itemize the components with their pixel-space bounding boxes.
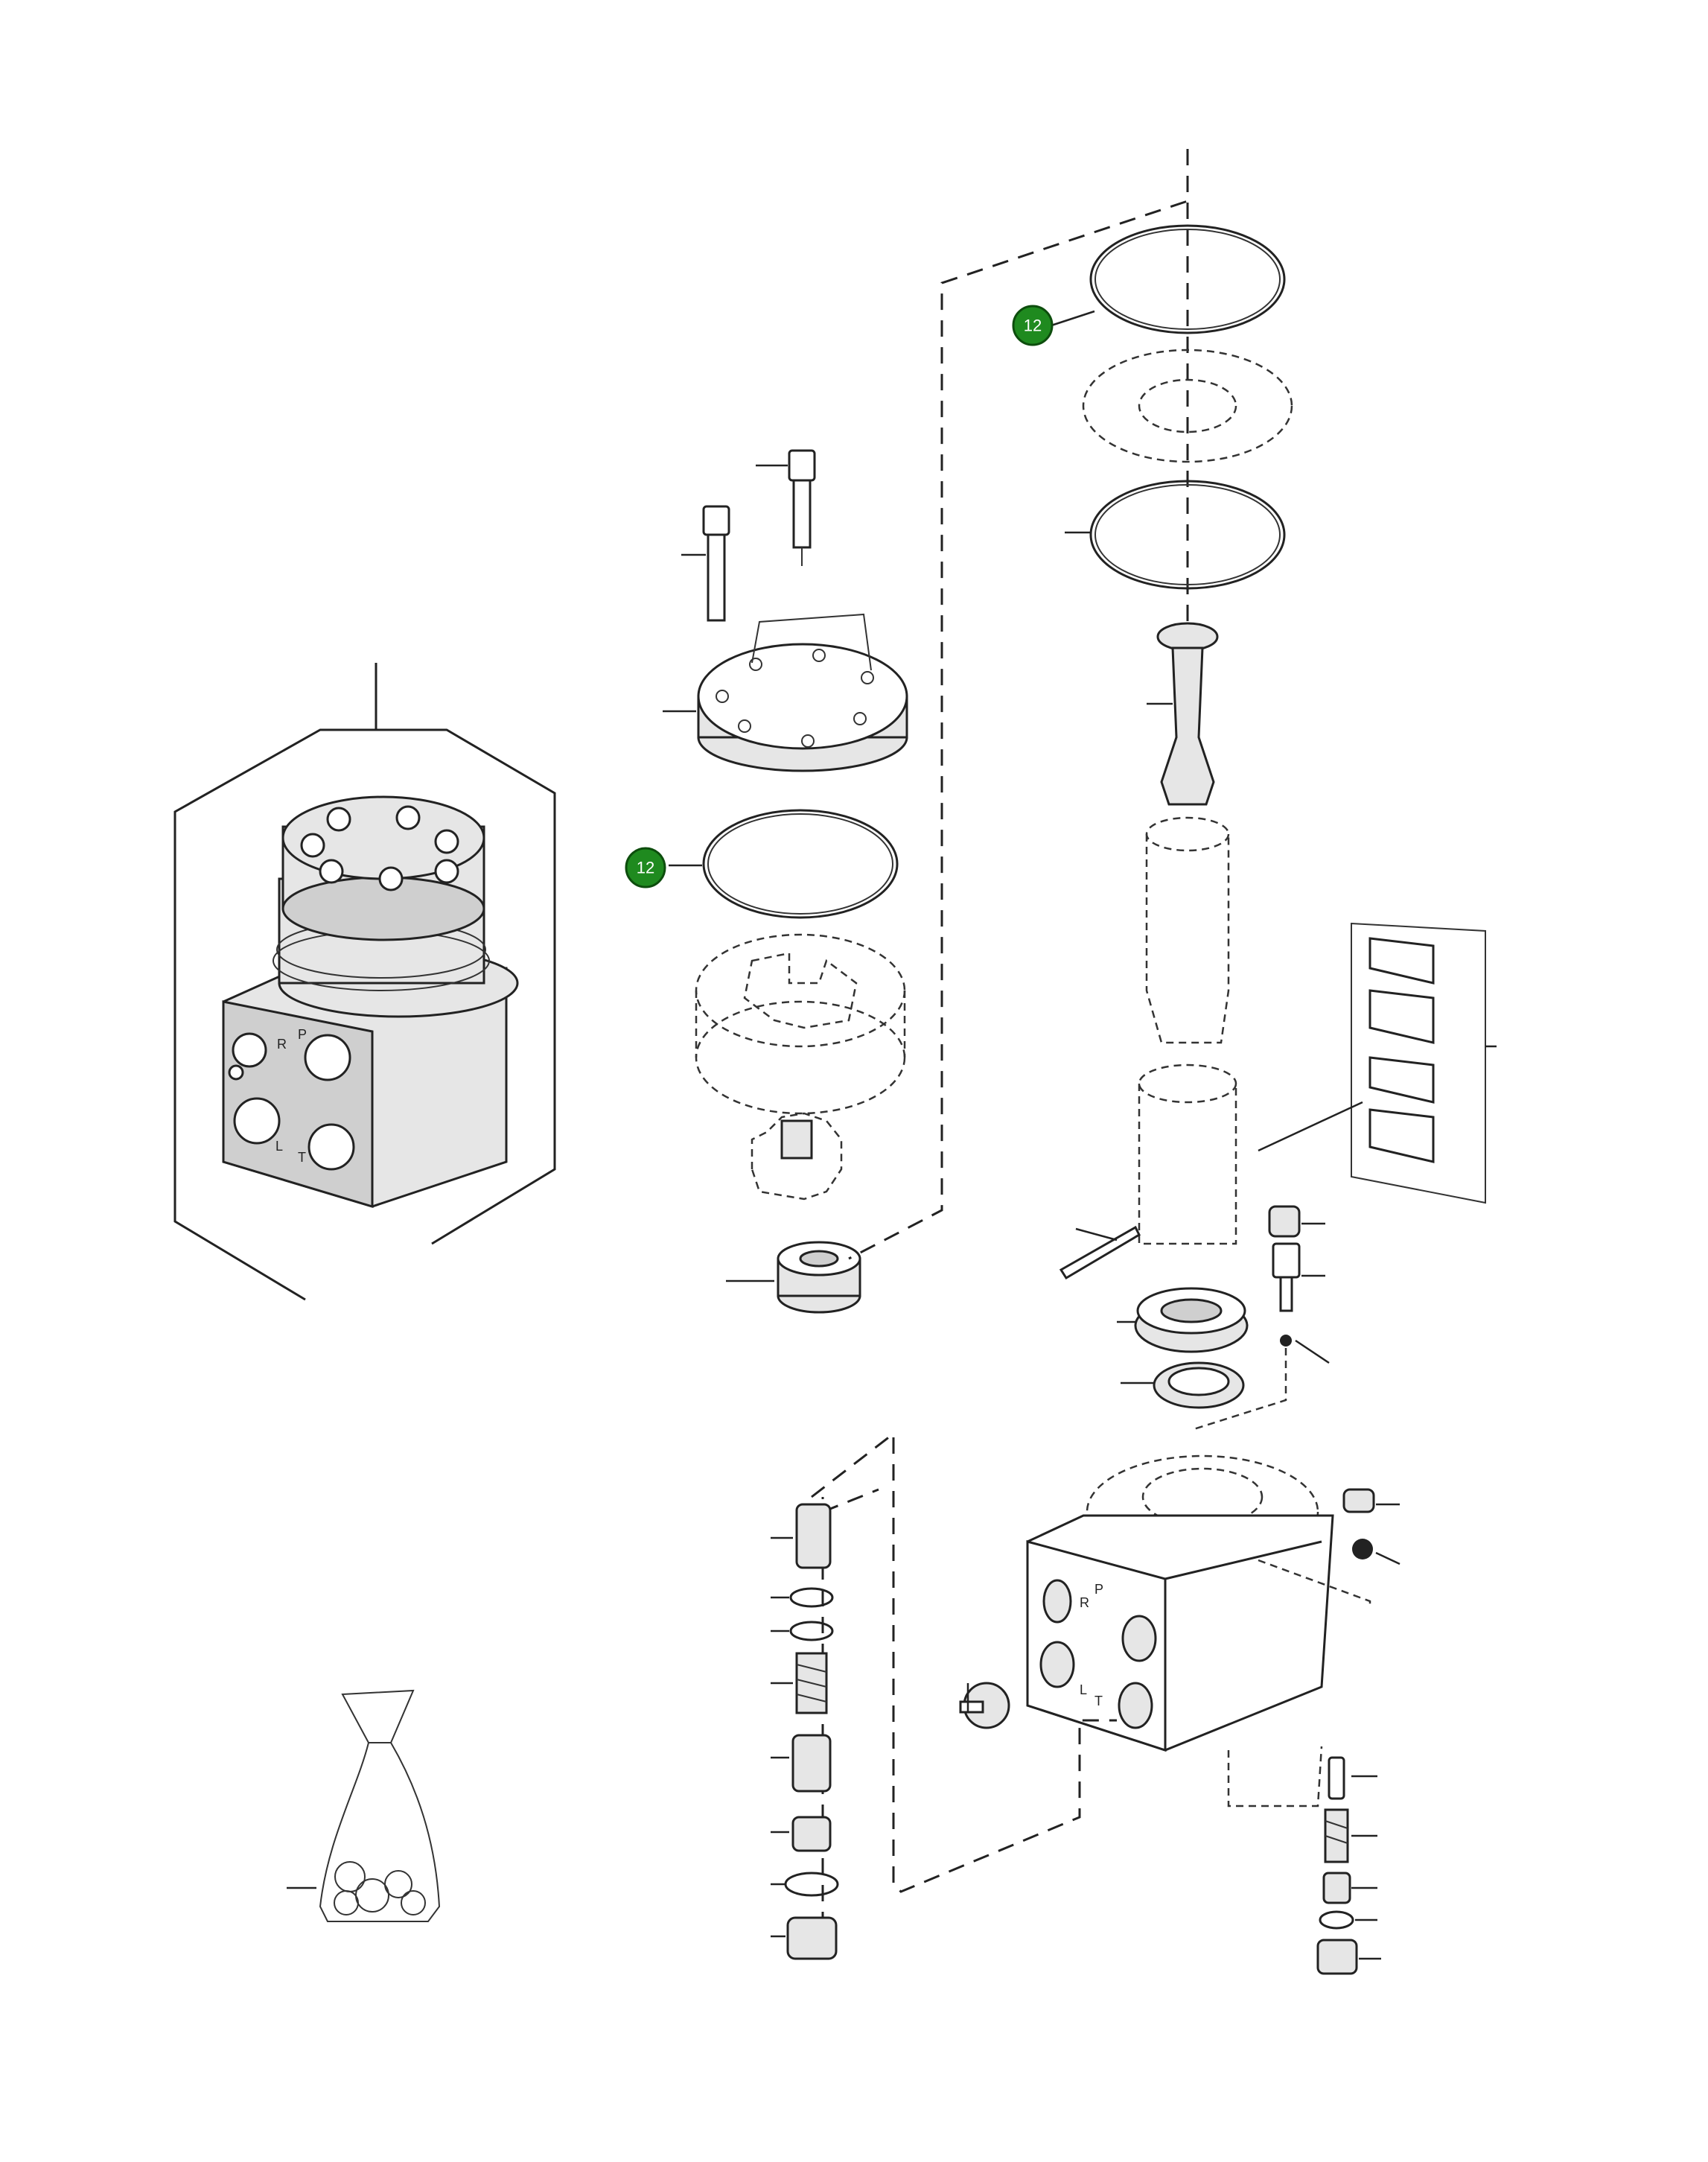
side-fitting: [959, 1682, 1010, 1729]
spacer-bushing: [726, 1241, 861, 1314]
bolt-long: [756, 449, 816, 566]
callout-12-lower[interactable]: 12: [625, 847, 666, 888]
exploded-port-label-r: R: [1080, 1595, 1089, 1610]
exploded-port-label-p: P: [1094, 1582, 1103, 1597]
port-label-t: T: [298, 1150, 306, 1165]
cap-bolts: [300, 805, 459, 891]
exploded-port-label-l: L: [1080, 1682, 1087, 1697]
gerotor-column: [663, 449, 908, 1314]
bearing-race: [1121, 1361, 1245, 1409]
exploded-port-label-t: T: [1094, 1694, 1103, 1708]
thrust-bearing: [1117, 1287, 1249, 1353]
valve-housing: P R L T: [1026, 1454, 1334, 1752]
end-cap: [663, 613, 908, 772]
callout-12-upper-label: 12: [1024, 317, 1042, 335]
seal-kit-bag: [287, 1689, 441, 1922]
check-valve-plug: [1268, 1205, 1330, 1364]
callout-12-lower-label: 12: [637, 859, 654, 877]
assembled-steering-unit: P R L T: [173, 663, 556, 1301]
relief-spring: [771, 1652, 828, 1714]
drive-shaft: [1147, 622, 1219, 806]
port-label-l: L: [275, 1139, 283, 1154]
centering-springs: [1258, 922, 1497, 1204]
port-label-r: R: [277, 1037, 287, 1052]
bolt-short: [681, 505, 730, 622]
callout-12-upper[interactable]: 12: [1012, 305, 1054, 346]
shock-valve-stack: [1316, 1756, 1381, 1975]
spool-column: P R L T: [848, 149, 1497, 1808]
port-label-p: P: [298, 1027, 307, 1042]
relief-valve-stack: [771, 1431, 1117, 1960]
